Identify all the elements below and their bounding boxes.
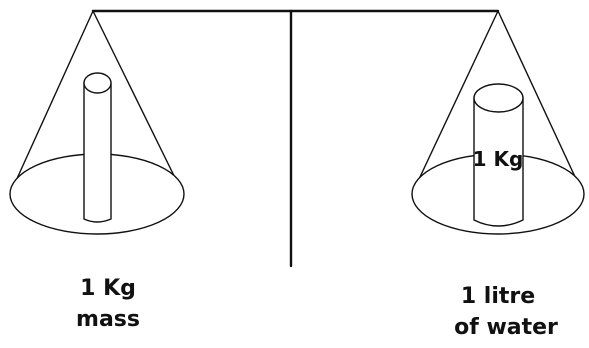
mass-cylinder <box>84 73 111 222</box>
cylinder-label: 1 Kg <box>473 147 524 171</box>
left-label-line1: 1 Kg <box>80 276 136 301</box>
left-label: 1 Kg mass <box>76 276 140 332</box>
left-label-line2: mass <box>76 307 140 332</box>
right-pan-assembly: 1 Kg <box>412 11 584 234</box>
right-label: 1 litre of water <box>454 284 558 340</box>
right-label-line2: of water <box>454 315 558 340</box>
right-label-line1: 1 litre <box>461 284 535 309</box>
left-pan-assembly <box>10 11 184 234</box>
